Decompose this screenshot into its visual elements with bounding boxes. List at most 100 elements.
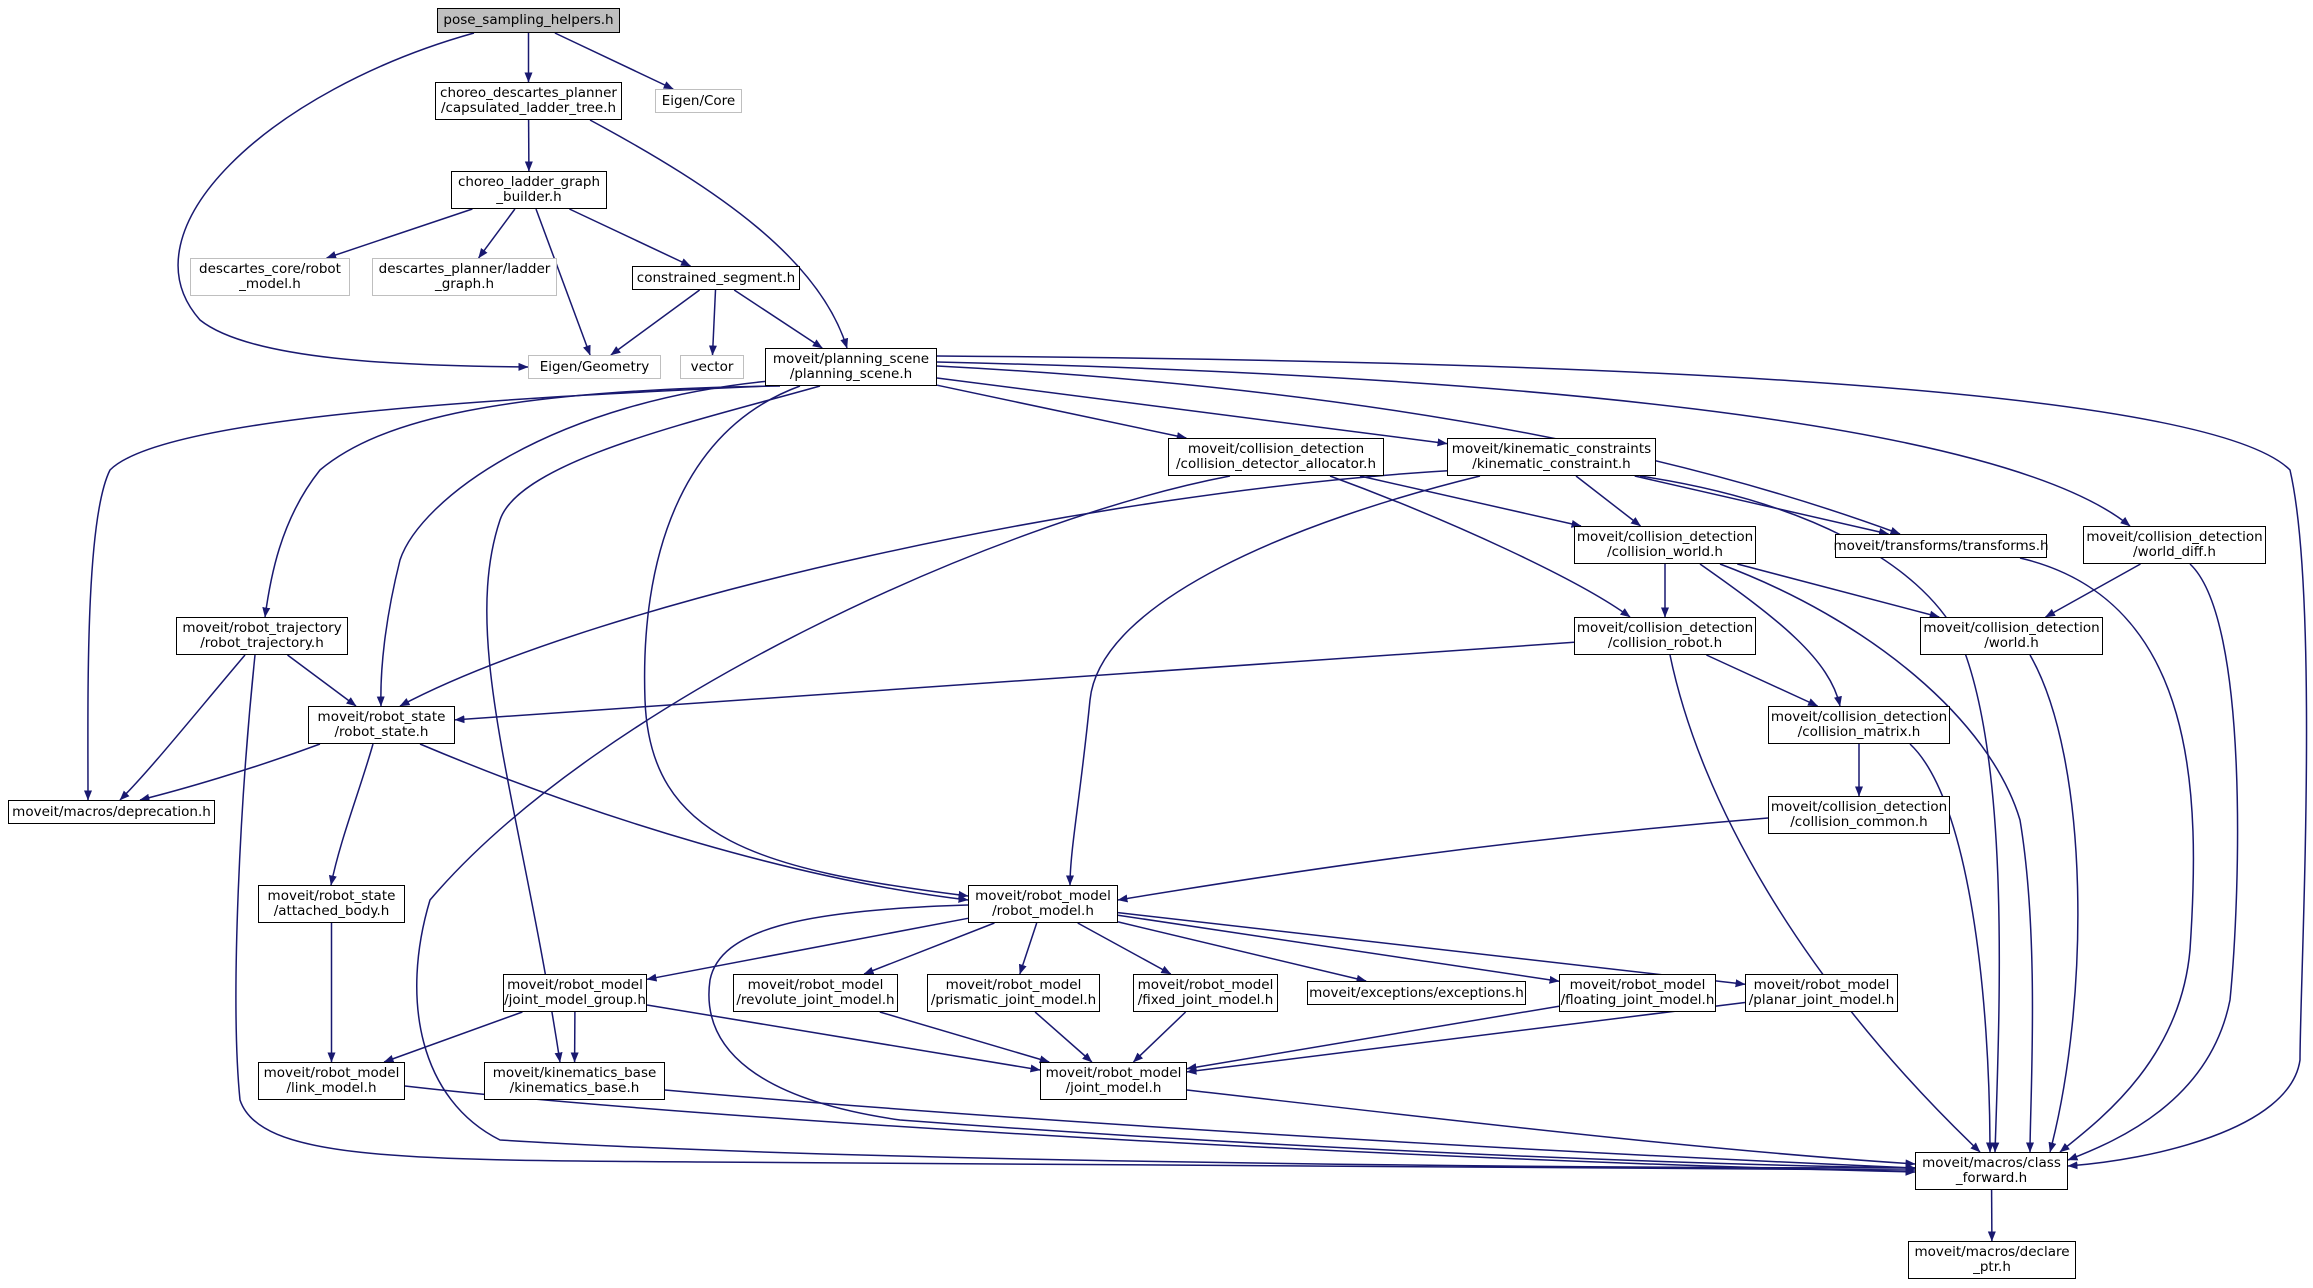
node-capsulated[interactable]: choreo_descartes_planner/capsulated_ladd… (435, 82, 622, 120)
node-eigen-geometry: Eigen/Geometry (528, 355, 661, 379)
node-transforms[interactable]: moveit/transforms/transforms.h (1833, 534, 2049, 558)
node-label: moveit/robot_model (1045, 1065, 1182, 1081)
edge-robot-model-to-exceptions (1117, 921, 1367, 983)
edge-collision-world-to-collision-matrix (1699, 563, 1842, 707)
node-collision-world[interactable]: moveit/collision_detection/collision_wor… (1574, 526, 1756, 564)
node-label: moveit/robot_model (945, 977, 1082, 993)
node-label: moveit/robot_model (1137, 977, 1274, 993)
edge-robot-model-to-joint-model-group (646, 917, 969, 982)
node-floating[interactable]: moveit/robot_model/floating_joint_model.… (1559, 974, 1716, 1012)
edge-world-to-class-forward (2029, 654, 2079, 1153)
node-world[interactable]: moveit/collision_detection/world.h (1920, 617, 2103, 655)
node-label: moveit/collision_detection (1576, 529, 1754, 545)
node-constrained[interactable]: constrained_segment.h (632, 266, 800, 290)
edge-planning-scene-to-deprecation (83, 385, 771, 801)
node-label: _forward.h (1955, 1170, 2028, 1186)
edge-planar-to-joint-model (1186, 1001, 1746, 1075)
node-attached-body[interactable]: moveit/robot_state/attached_body.h (258, 885, 405, 923)
node-label: moveit/robot_state (317, 709, 446, 725)
node-label: descartes_core/robot (199, 261, 341, 277)
node-planning-scene[interactable]: moveit/planning_scene/planning_scene.h (765, 348, 937, 386)
node-exceptions[interactable]: moveit/exceptions/exceptions.h (1307, 981, 1526, 1005)
node-label: /collision_common.h (1790, 814, 1928, 830)
node-label: /joint_model_group.h (504, 992, 646, 1008)
node-label: moveit/robot_trajectory (182, 620, 342, 636)
edge-prismatic-to-joint-model (1034, 1011, 1093, 1063)
edge-cd-allocator-to-class-forward (416, 475, 1916, 1172)
edge-planning-scene-to-robot-model (643, 385, 969, 899)
node-vector: vector (680, 355, 744, 379)
node-label: vector (690, 358, 734, 375)
edge-collision-robot-to-collision-matrix (1706, 654, 1819, 707)
edge-kinematic-constraint-to-transforms (1634, 475, 1889, 536)
edge-transforms-to-class-forward (2019, 557, 2195, 1153)
node-collision-matrix[interactable]: moveit/collision_detection/collision_mat… (1768, 706, 1950, 744)
node-label: moveit/robot_model (1753, 977, 1890, 993)
node-label: constrained_segment.h (636, 269, 796, 286)
node-collision-common[interactable]: moveit/collision_detection/collision_com… (1768, 796, 1950, 834)
edge-world-diff-to-world (2045, 563, 2141, 618)
edge-kinematic-constraint-to-collision-world (1575, 475, 1641, 527)
edge-robot-model-to-prismatic (1018, 922, 1038, 975)
node-label: moveit/macros/class (1922, 1155, 2061, 1171)
edge-joint-model-group-to-joint-model (646, 1004, 1041, 1073)
node-declare-ptr[interactable]: moveit/macros/declare_ptr.h (1908, 1241, 2076, 1279)
edge-planning-scene-to-class-forward (936, 355, 2308, 1170)
node-label: /prismatic_joint_model.h (930, 992, 1097, 1008)
edge-planning-scene-to-cd-allocator (936, 384, 1187, 440)
edge-capsulated-to-planning-scene (589, 119, 849, 349)
node-label: /collision_robot.h (1607, 635, 1723, 651)
edge-cd-allocator-to-collision-robot (1329, 475, 1631, 618)
node-joint-model[interactable]: moveit/robot_model/joint_model.h (1040, 1062, 1187, 1100)
node-robot-state[interactable]: moveit/robot_state/robot_state.h (308, 706, 455, 744)
node-label: moveit/kinematics_base (492, 1065, 657, 1081)
node-eigen-core: Eigen/Core (655, 89, 742, 113)
node-kinematics-base[interactable]: moveit/kinematics_base/kinematics_base.h (484, 1062, 665, 1100)
node-robot-model[interactable]: moveit/robot_model/robot_model.h (968, 885, 1118, 923)
edge-constrained-to-eigen-geometry (610, 289, 701, 356)
node-label: /collision_detector_allocator.h (1175, 456, 1377, 472)
node-pose-sampling[interactable]: pose_sampling_helpers.h (437, 8, 620, 33)
node-cd-allocator[interactable]: moveit/collision_detection/collision_det… (1168, 438, 1384, 476)
edge-ladder-builder-to-constrained (569, 208, 691, 267)
edge-planning-scene-to-kinematics-base (486, 385, 821, 1063)
node-label: moveit/collision_detection (1576, 620, 1754, 636)
edge-robot-state-to-deprecation (139, 743, 321, 802)
node-link-model[interactable]: moveit/robot_model/link_model.h (258, 1062, 405, 1100)
node-label: choreo_ladder_graph (457, 174, 601, 190)
node-prismatic[interactable]: moveit/robot_model/prismatic_joint_model… (927, 974, 1100, 1012)
node-robot-trajectory[interactable]: moveit/robot_trajectory/robot_trajectory… (176, 617, 348, 655)
node-desc-core: descartes_core/robot_model.h (190, 258, 350, 296)
edge-collision-world-to-world (1737, 563, 1940, 619)
node-label: _ptr.h (1973, 1259, 2011, 1275)
edge-planning-scene-to-transforms (936, 365, 1901, 535)
node-fixed[interactable]: moveit/robot_model/fixed_joint_model.h (1133, 974, 1278, 1012)
node-class-forward[interactable]: moveit/macros/class_forward.h (1915, 1152, 2068, 1190)
node-joint-model-group[interactable]: moveit/robot_model/joint_model_group.h (503, 974, 647, 1012)
node-label: /fixed_joint_model.h (1137, 992, 1274, 1008)
edge-planning-scene-to-robot-state (376, 379, 781, 707)
edge-joint-model-group-to-link-model (383, 1011, 523, 1063)
node-label: moveit/kinematic_constraints (1451, 441, 1652, 457)
node-label: _graph.h (434, 276, 495, 292)
node-ladder-builder[interactable]: choreo_ladder_graph_builder.h (451, 171, 607, 209)
node-label: /capsulated_ladder_tree.h (440, 100, 617, 116)
node-kinematic-constraint[interactable]: moveit/kinematic_constraints/kinematic_c… (1447, 438, 1656, 476)
node-world-diff[interactable]: moveit/collision_detection/world_diff.h (2083, 526, 2266, 564)
edge-cd-allocator-to-collision-world (1359, 475, 1582, 528)
node-label: moveit/collision_detection (2086, 529, 2263, 545)
node-label: moveit/macros/declare (1914, 1244, 2070, 1260)
node-label: moveit/collision_detection (1187, 441, 1365, 457)
edge-robot-trajectory-to-class-forward (235, 654, 1916, 1174)
edge-collision-common-to-robot-model (1117, 817, 1769, 903)
node-label: /robot_model.h (992, 903, 1094, 919)
node-revolute[interactable]: moveit/robot_model/revolute_joint_model.… (733, 974, 898, 1012)
node-label: _builder.h (496, 189, 562, 205)
node-planar[interactable]: moveit/robot_model/planar_joint_model.h (1745, 974, 1898, 1012)
node-deprecation[interactable]: moveit/macros/deprecation.h (8, 800, 215, 824)
edge-world-diff-to-class-forward (2067, 563, 2239, 1161)
edge-kinematic-constraint-to-robot-state (399, 469, 1461, 707)
node-collision-robot[interactable]: moveit/collision_detection/collision_rob… (1574, 617, 1756, 655)
edge-fixed-to-joint-model (1132, 1011, 1187, 1063)
edge-robot-state-to-robot-model (419, 743, 969, 903)
